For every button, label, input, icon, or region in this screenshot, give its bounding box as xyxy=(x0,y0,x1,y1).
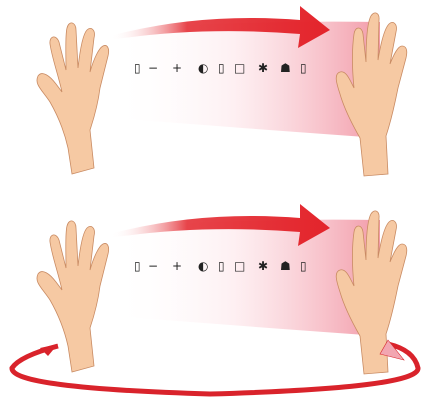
panel-top: ▯−+◐▯□✱☗▯ xyxy=(37,6,407,176)
control-glyph: ◐ xyxy=(198,259,208,273)
control-glyph: □ xyxy=(234,259,245,273)
control-glyph: ✱ xyxy=(258,61,268,75)
control-glyph: − xyxy=(148,61,158,75)
control-glyph: + xyxy=(172,61,182,75)
control-glyph: ☗ xyxy=(280,61,291,75)
control-glyph: + xyxy=(172,259,182,273)
control-glyph: ▯ xyxy=(134,259,141,273)
left-hand-icon xyxy=(37,23,109,174)
control-glyph: ☗ xyxy=(280,259,291,273)
control-glyph: ◐ xyxy=(198,61,208,75)
control-glyph: □ xyxy=(234,61,245,75)
control-glyph: ▯ xyxy=(300,61,307,75)
control-glyph: ▯ xyxy=(300,259,307,273)
control-glyph: ✱ xyxy=(258,259,268,273)
control-glyph: − xyxy=(148,259,158,273)
control-glyph: ▯ xyxy=(134,61,141,75)
control-glyph: ▯ xyxy=(218,61,225,75)
panel-bottom: ▯−+◐▯□✱☗▯ xyxy=(12,204,418,394)
control-glyph: ▯ xyxy=(218,259,225,273)
